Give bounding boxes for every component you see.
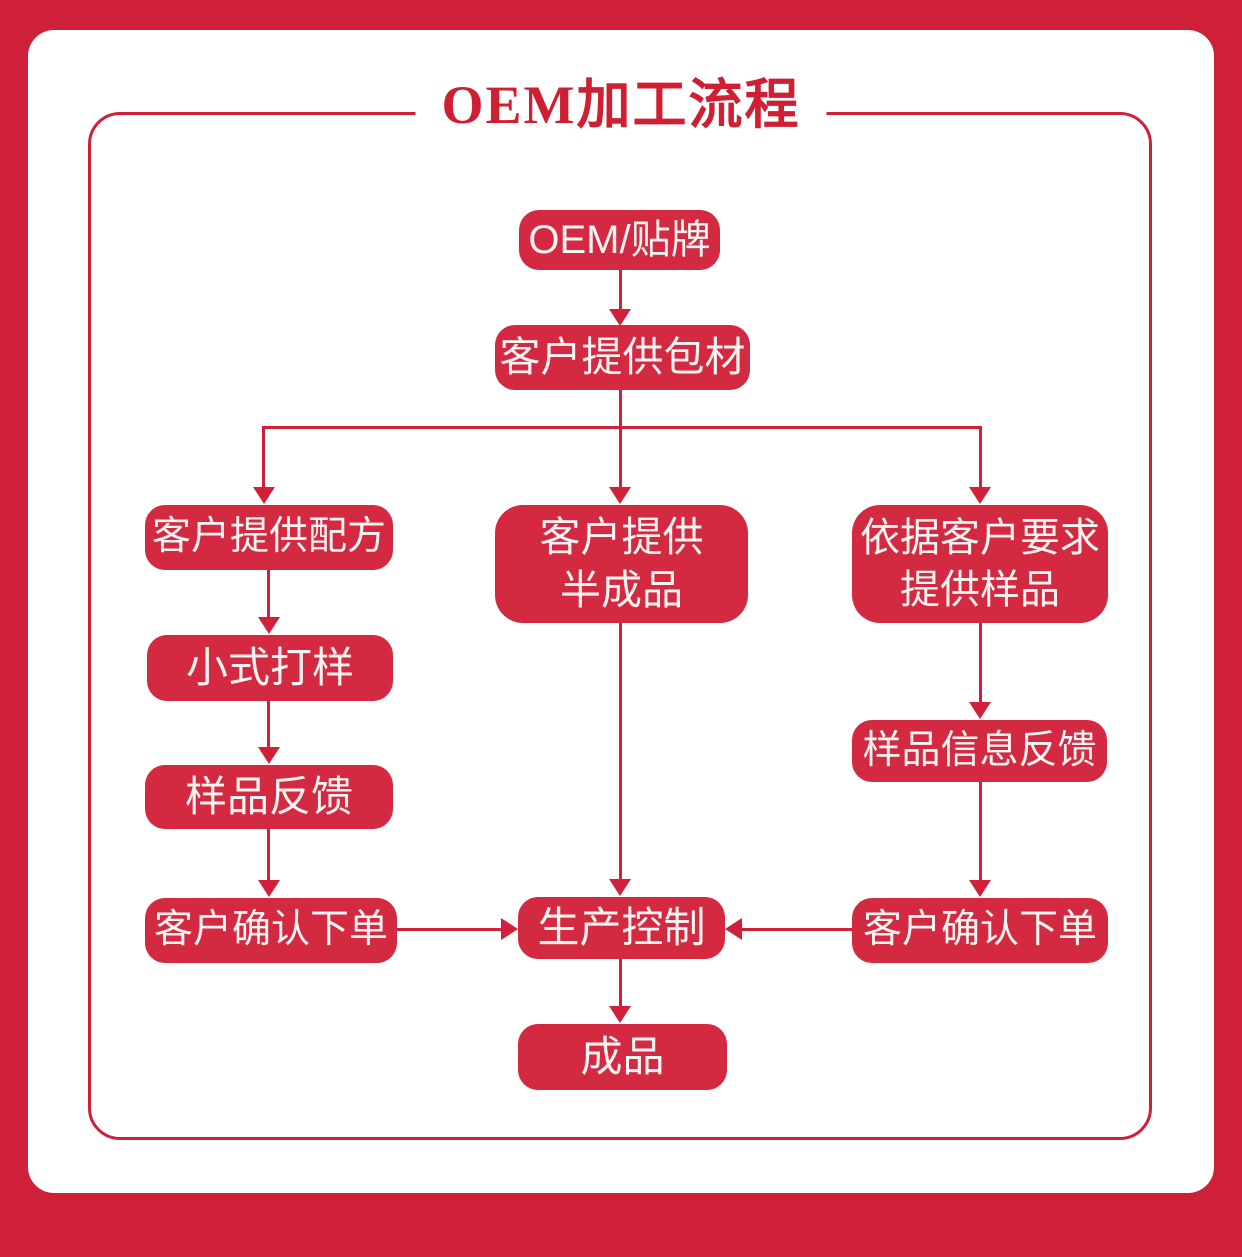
flow-node-order-right: 客户确认下单 (852, 898, 1108, 963)
connector-orderleft-production-line (397, 928, 503, 931)
flow-node-per-request: 依据客户要求 提供样品 (852, 505, 1108, 623)
connector-request-info-arrowhead (969, 702, 991, 719)
connector-orderright-production-line (742, 928, 852, 931)
flow-node-order-left: 客户确认下单 (145, 898, 397, 963)
connector-orderleft-production-arrowhead (501, 918, 518, 940)
connector-request-info-line (979, 621, 982, 704)
flow-node-sample-info-feedback: 样品信息反馈 (852, 720, 1107, 782)
diagram-title: OEM加工流程 (415, 72, 827, 138)
connector-info-order-arrowhead (969, 880, 991, 897)
connector-oem-package-line (619, 268, 622, 312)
connector-formula-trial-line (267, 568, 270, 619)
connector-semi-production-arrowhead (609, 879, 631, 896)
connector-formula-trial-arrowhead (258, 617, 280, 634)
connector-split-semi-arrowhead (609, 487, 631, 504)
flow-node-oem: OEM/贴牌 (519, 210, 720, 270)
connector-package-split-line (619, 388, 622, 429)
flow-node-semi-finished: 客户提供 半成品 (495, 505, 748, 623)
connector-split-formula-arrowhead (253, 487, 275, 504)
split-bar-line (262, 426, 982, 429)
connector-split-formula-line (262, 426, 265, 488)
connector-split-semi-line (619, 426, 622, 488)
connector-production-finished-line (619, 958, 622, 1008)
flow-node-trial: 小式打样 (147, 635, 393, 701)
connector-info-order-line (979, 780, 982, 882)
connector-feedback-order-line (267, 828, 270, 881)
connector-orderright-production-arrowhead (725, 918, 742, 940)
flow-node-sample-feedback: 样品反馈 (145, 765, 393, 829)
flow-node-package: 客户提供包材 (495, 325, 750, 390)
flow-node-formula: 客户提供配方 (145, 505, 393, 570)
flow-node-production: 生产控制 (518, 897, 725, 959)
connector-trial-feedback-line (267, 700, 270, 749)
connector-production-finished-arrowhead (609, 1006, 631, 1023)
connector-semi-production-line (619, 621, 622, 881)
connector-trial-feedback-arrowhead (258, 747, 280, 764)
connector-oem-package-arrowhead (609, 309, 631, 326)
flow-node-finished: 成品 (518, 1024, 727, 1090)
connector-feedback-order-arrowhead (258, 880, 280, 897)
connector-split-request-line (979, 426, 982, 488)
connector-split-request-arrowhead (969, 487, 991, 504)
